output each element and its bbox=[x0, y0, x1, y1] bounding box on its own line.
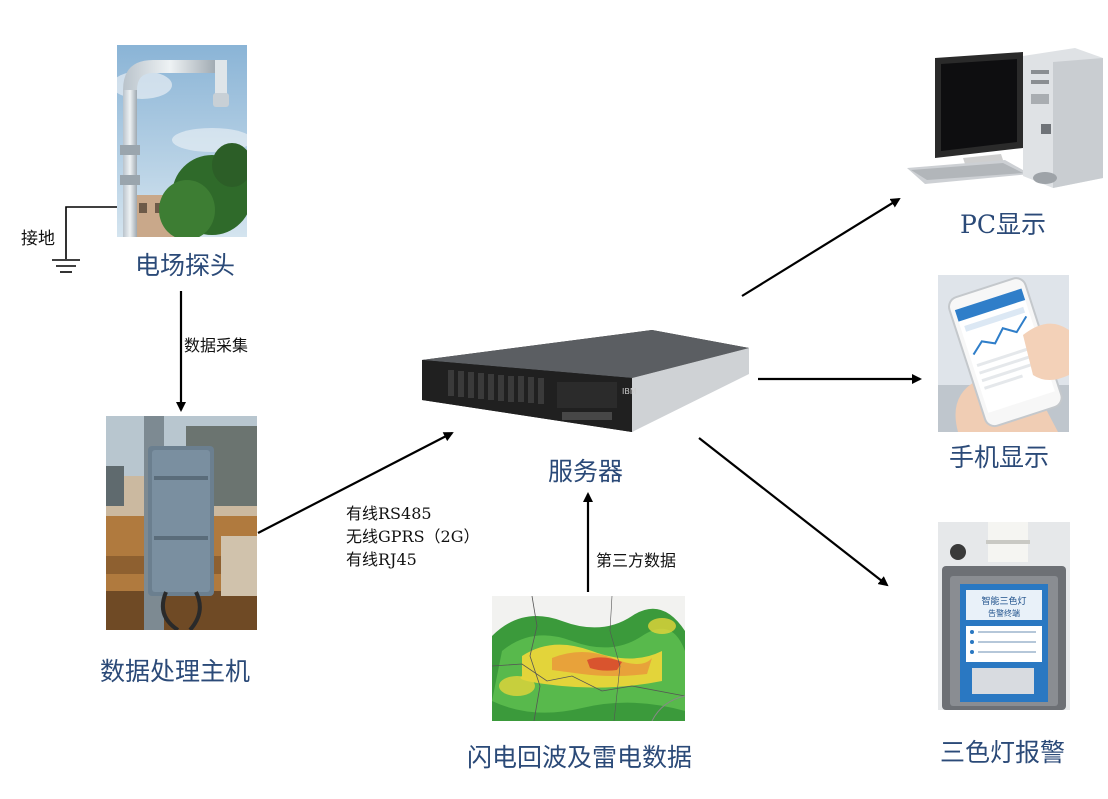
host-photo bbox=[106, 416, 257, 630]
lightning-label: 闪电回波及雷电数据 bbox=[467, 743, 693, 772]
arrow-host-to-server bbox=[257, 432, 454, 534]
arrow-server-to-lamp bbox=[698, 437, 889, 587]
probe-label: 电场探头 bbox=[135, 251, 236, 280]
wired-rs485-label: 有线RS485 bbox=[346, 504, 432, 523]
collect-edge-label: 数据采集 bbox=[184, 336, 249, 355]
third-party-edge-label: 第三方数据 bbox=[596, 551, 677, 570]
lamp-panel-sub-text: 告警终端 bbox=[988, 608, 1020, 618]
server-brand-text: IBM bbox=[622, 387, 637, 396]
ground-label: 接地 bbox=[21, 229, 55, 249]
server-image: IBM bbox=[422, 330, 749, 432]
wired-rj45-label: 有线RJ45 bbox=[346, 550, 417, 569]
pc-image bbox=[905, 48, 1103, 190]
lamp-panel-title-text: 智能三色灯 bbox=[981, 595, 1026, 607]
lamp-label: 三色灯报警 bbox=[940, 738, 1066, 767]
server-label: 服务器 bbox=[548, 457, 624, 486]
ground-wire bbox=[65, 206, 118, 259]
phone-label: 手机显示 bbox=[949, 443, 1050, 472]
radar-map-image bbox=[492, 596, 685, 721]
phone-image bbox=[938, 275, 1069, 432]
pc-label: PC显示 bbox=[960, 210, 1046, 239]
lamp-image: 智能三色灯 告警终端 bbox=[938, 522, 1070, 710]
wireless-gprs-label: 无线GPRS（2G） bbox=[346, 527, 480, 546]
probe-photo bbox=[117, 45, 247, 237]
host-label: 数据处理主机 bbox=[100, 657, 251, 686]
arrow-server-to-pc bbox=[741, 197, 901, 297]
